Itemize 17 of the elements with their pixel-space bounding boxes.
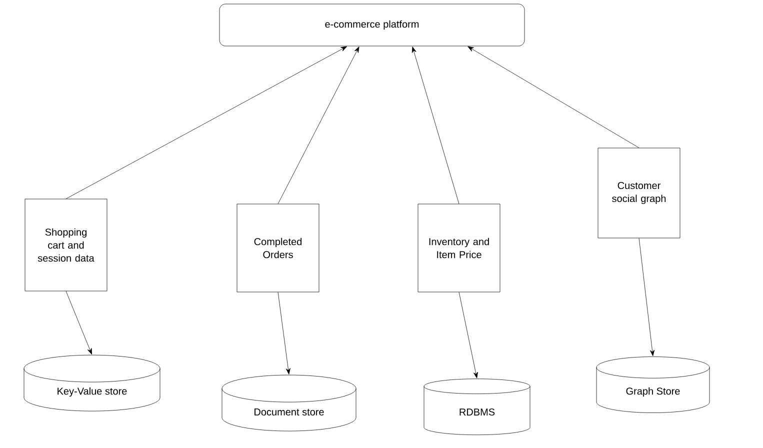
arrow [412,46,460,204]
arrow [458,292,478,378]
arrow [278,46,360,204]
database-cylinder: Document store [222,374,356,432]
arrow [66,291,92,355]
database-cylinder: RDBMS [424,378,530,436]
data-box: Inventory and Item Price [418,204,500,292]
platform-box: e-commerce platform [219,4,525,46]
arrow [468,46,640,148]
arrow [66,46,347,199]
arrow [278,292,290,374]
arrow [638,238,654,356]
data-box: Customer social graph [598,148,680,238]
database-cylinder: Graph Store [596,356,710,413]
database-cylinder: Key-Value store [24,354,160,412]
data-box: Shopping cart and session data [24,198,108,292]
data-box: Completed Orders [236,204,320,292]
